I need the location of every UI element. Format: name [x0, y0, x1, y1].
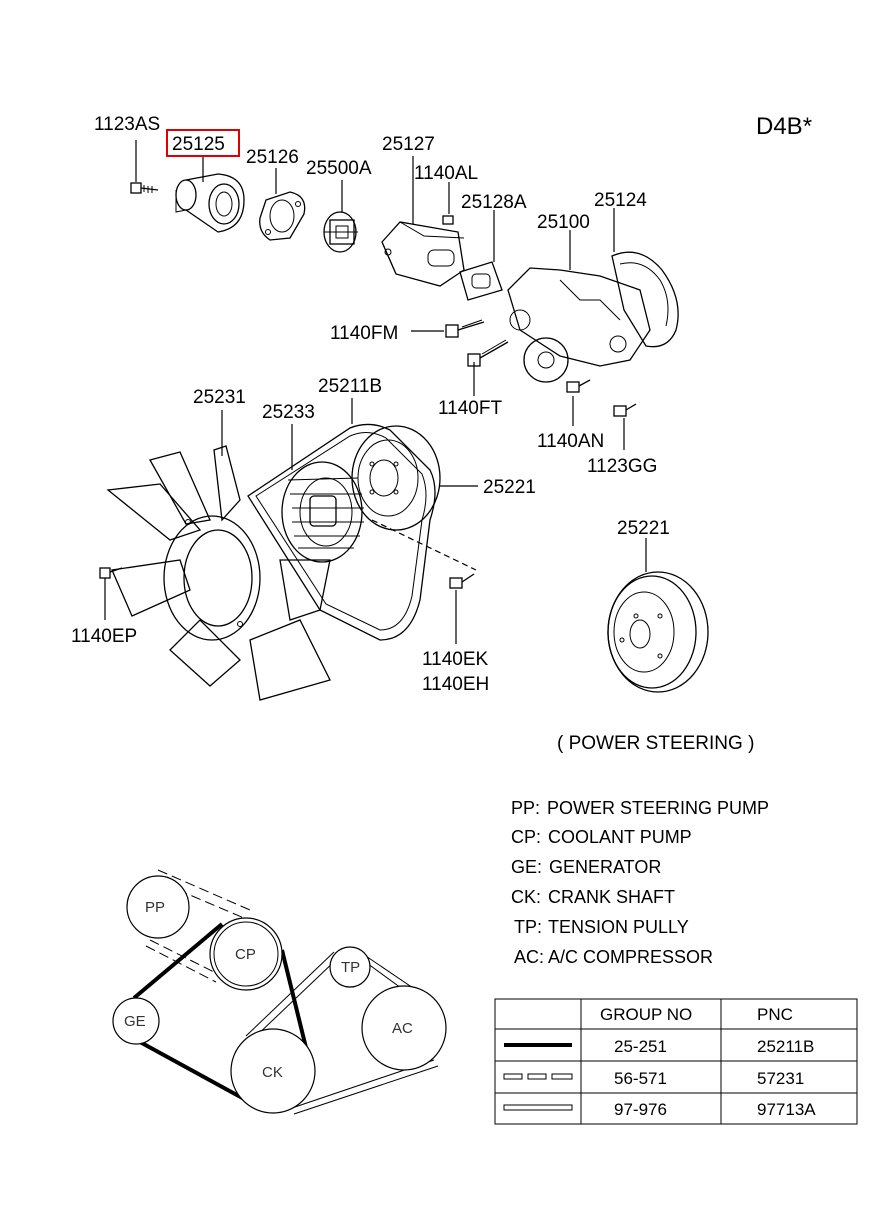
bolt-1140EP[interactable] [99, 567, 123, 620]
gasket-25126[interactable] [259, 168, 306, 241]
legend-text-ge: GENERATOR [549, 857, 661, 877]
callout-25221-main[interactable]: 25221 [483, 477, 536, 498]
callout-1140AL[interactable]: 1140AL [414, 163, 478, 184]
line-style-dashed-double [503, 1073, 573, 1080]
callout-1140EK[interactable]: 1140EK [422, 649, 489, 670]
callout-1140FM[interactable]: 1140FM [330, 323, 398, 344]
legend-text-tp: TENSION PULLY [548, 917, 689, 937]
cooling-fan-25231[interactable] [106, 410, 331, 701]
legend-text-ck: CRANK SHAFT [548, 887, 675, 907]
pulley-label-ac: AC [392, 1020, 413, 1037]
bolt-1123AS[interactable] [130, 140, 159, 194]
bolt-1123GG[interactable] [613, 403, 637, 450]
callout-25125[interactable]: 25125 [172, 134, 225, 155]
table-header-pnc: PNC [757, 1005, 793, 1024]
gasket-25128A[interactable] [459, 210, 503, 301]
callout-1140FT[interactable]: 1140FT [438, 398, 502, 419]
pulley-label-tp: TP [341, 959, 360, 976]
bolt-1140FM[interactable] [411, 319, 485, 338]
pulley-25221-power-steering[interactable] [607, 538, 709, 693]
legend-text-cp: COOLANT PUMP [548, 827, 692, 847]
model-code: D4B* [756, 113, 812, 140]
table-row-1-pnc: 25211B [757, 1037, 814, 1056]
fan-clutch-25233[interactable] [281, 424, 364, 563]
callout-1123GG[interactable]: 1123GG [587, 456, 657, 477]
table-row-1-group: 25-251 [614, 1037, 667, 1056]
callout-25500A[interactable]: 25500A [306, 158, 372, 179]
bolt-1140AN[interactable] [566, 379, 591, 426]
callout-25231[interactable]: 25231 [193, 387, 246, 408]
table-row-3-group: 97-976 [614, 1100, 667, 1119]
water-pump-25100[interactable] [507, 230, 651, 383]
bolt-1140EK-EH[interactable] [371, 519, 477, 644]
v-belt-25211B[interactable] [247, 398, 436, 641]
water-pipe-25127[interactable] [381, 156, 465, 287]
legend-text-pp: POWER STEERING PUMP [547, 798, 769, 818]
callout-1140AN[interactable]: 1140AN [537, 431, 604, 452]
callout-25124[interactable]: 25124 [594, 190, 647, 211]
callout-1140EP[interactable]: 1140EP [71, 626, 137, 647]
pulley-label-pp: PP [145, 899, 165, 916]
table-row-3-pnc: 97713A [757, 1100, 816, 1119]
legend-code-ck: CK: [511, 887, 541, 907]
legend-text-ac: A/C COMPRESSOR [548, 947, 713, 967]
belt-routing: PP CP GE TP AC CK [112, 869, 447, 1115]
pulley-25221[interactable] [351, 425, 478, 531]
legend-code-ge: GE: [511, 857, 542, 877]
table-header-group: GROUP NO [600, 1005, 692, 1024]
pulley-label-ck: CK [262, 1064, 283, 1081]
pulley-label-ge: GE [124, 1013, 146, 1030]
power-steering-note: ( POWER STEERING ) [557, 733, 754, 754]
callout-25126[interactable]: 25126 [246, 147, 299, 168]
thermostat-housing-25125[interactable] [175, 156, 245, 233]
legend-code-tp: TP: [514, 917, 542, 937]
table-row-2-pnc: 57231 [757, 1069, 804, 1088]
callout-25100[interactable]: 25100 [537, 212, 590, 233]
legend: PP: POWER STEERING PUMP CP: COOLANT PUMP… [511, 798, 769, 967]
bolt-1140FT[interactable] [467, 339, 509, 396]
callout-25233[interactable]: 25233 [262, 402, 315, 423]
callout-25128A[interactable]: 25128A [461, 192, 527, 213]
callout-1123AS[interactable]: 1123AS [94, 114, 160, 135]
line-style-double [503, 1104, 573, 1111]
legend-code-pp: PP: [511, 798, 540, 818]
gasket-25124[interactable] [611, 208, 679, 348]
bolt-1140AL[interactable] [442, 182, 454, 225]
highlight-box [166, 129, 240, 157]
callout-25127[interactable]: 25127 [382, 134, 435, 155]
callout-25221-ps[interactable]: 25221 [617, 518, 670, 539]
group-table: GROUP NO PNC 25-251 25211B 56-571 57231 … [494, 998, 858, 1125]
legend-code-ac: AC: [514, 947, 544, 967]
callout-1140EH[interactable]: 1140EH [422, 674, 489, 695]
callout-25211B[interactable]: 25211B [318, 376, 382, 397]
legend-code-cp: CP: [511, 827, 541, 847]
table-row-2-group: 56-571 [614, 1069, 667, 1088]
pulley-label-cp: CP [235, 946, 256, 963]
thermostat-25500A[interactable] [323, 180, 358, 253]
